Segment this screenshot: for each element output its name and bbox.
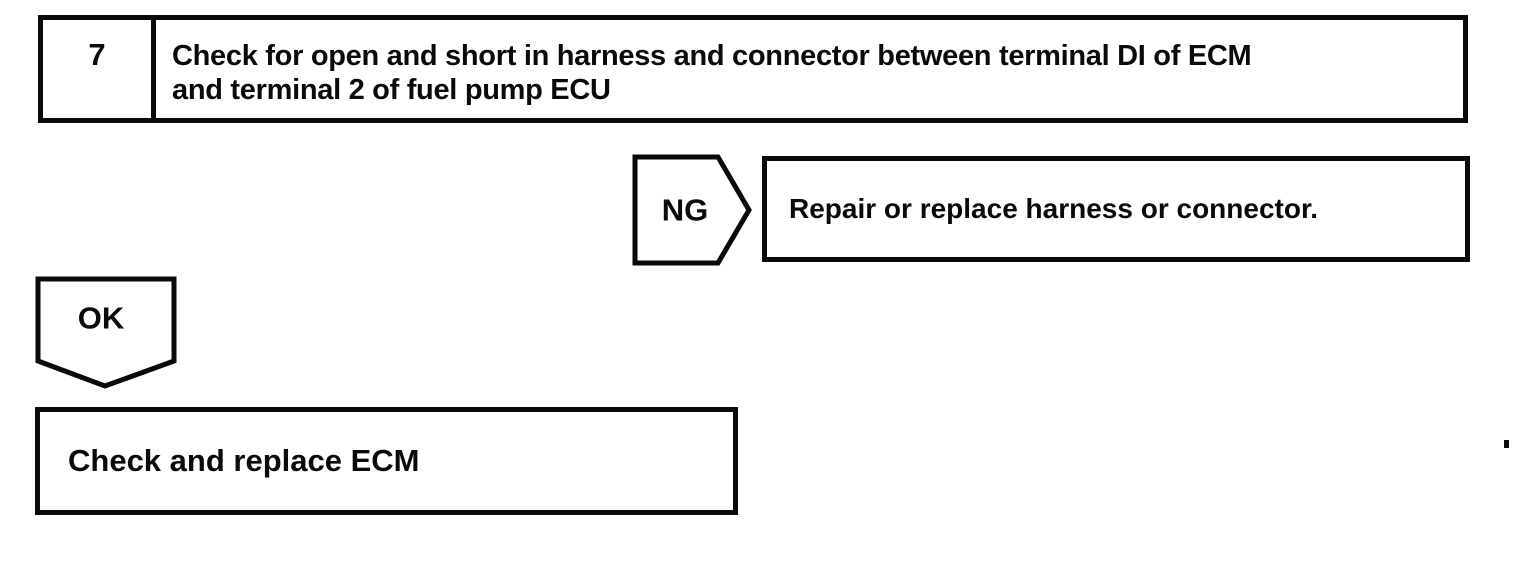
ok-label: OK <box>78 301 125 336</box>
step-title-line-2: and terminal 2 of fuel pump ECU <box>172 74 611 106</box>
ng-label: NG <box>662 193 709 228</box>
ng-pentagon-outline <box>632 154 752 266</box>
ok-pentagon-outline <box>35 276 177 389</box>
step-title: Check for open and short in harness and … <box>156 20 1463 118</box>
ng-action-text: Repair or replace harness or connector. <box>789 193 1319 224</box>
ng-arrow-shape: NG <box>632 154 752 266</box>
ok-arrow-shape: OK <box>35 276 177 389</box>
step-header-box: 7 Check for open and short in harness an… <box>38 15 1468 123</box>
step-number: 7 <box>43 20 156 118</box>
ok-action-box: Check and replace ECM <box>35 407 738 515</box>
step-title-line-1: Check for open and short in harness and … <box>172 40 1252 72</box>
ok-action-text: Check and replace ECM <box>68 443 420 478</box>
ng-action-box: Repair or replace harness or connector. <box>762 156 1470 262</box>
scan-artifact-dot <box>1504 440 1509 448</box>
